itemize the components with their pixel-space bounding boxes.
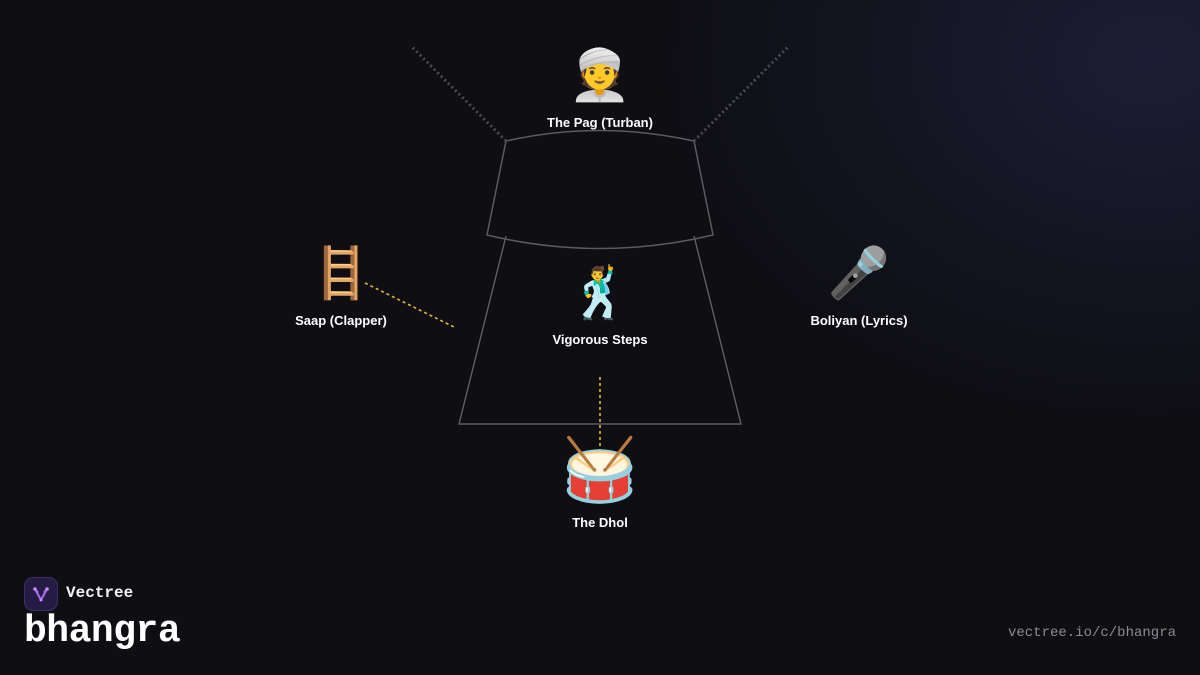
- dancer-icon: 🕺: [568, 265, 632, 321]
- ladder-icon: 🪜: [309, 245, 373, 301]
- vectree-logo-icon: [24, 577, 58, 611]
- node-label-pag: The Pag (Turban): [547, 115, 653, 130]
- node-label-steps: Vigorous Steps: [552, 332, 648, 347]
- node-label-dhol: The Dhol: [572, 515, 628, 530]
- page-url[interactable]: vectree.io/c/bhangra: [1007, 625, 1176, 641]
- node-label-boliyan: Boliyan (Lyrics): [810, 313, 908, 328]
- garment-upper-outline: [486, 129, 714, 250]
- garment-lower-outline: [458, 235, 742, 425]
- drum-icon: 🥁: [561, 436, 639, 505]
- page-title: bhangra: [24, 610, 181, 653]
- left-shoulder-dotted-line: [409, 44, 508, 143]
- turban-person-icon: 👳: [568, 47, 632, 103]
- right-shoulder-dotted-line: [692, 44, 791, 143]
- saap-connector-line: [364, 282, 457, 329]
- brand-name: Vectree: [66, 584, 134, 602]
- node-label-saap: Saap (Clapper): [295, 313, 387, 328]
- microphone-icon: 🎤: [827, 245, 891, 301]
